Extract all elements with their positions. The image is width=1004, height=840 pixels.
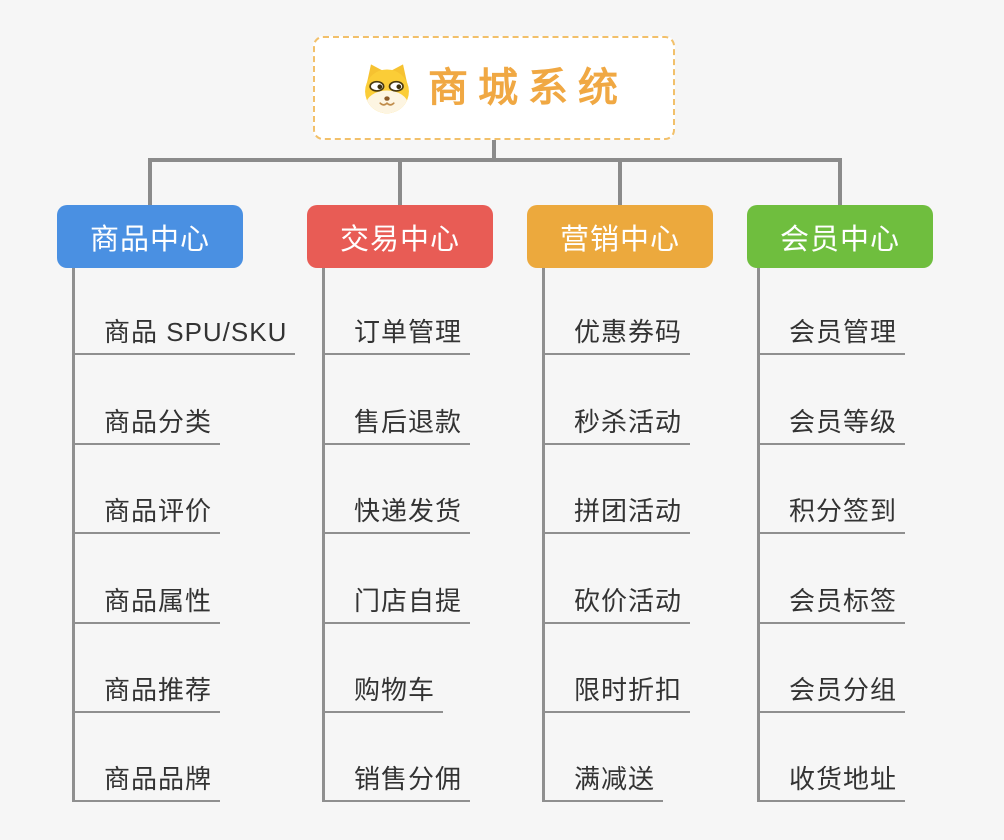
leaf-node[interactable]: 限时折扣 — [542, 675, 691, 713]
leaf-node[interactable]: 售后退款 — [322, 407, 471, 445]
branch-node-trade-center[interactable]: 交易中心 — [307, 205, 493, 268]
leaf-node[interactable]: 优惠券码 — [542, 317, 691, 355]
branch-column-trade: 订单管理 售后退款 快递发货 门店自提 购物车 销售分佣 — [322, 268, 572, 803]
leaf-node[interactable]: 商品 SPU/SKU — [72, 317, 296, 355]
leaf-node[interactable]: 满减送 — [542, 764, 664, 802]
leaf-node[interactable]: 商品分类 — [72, 407, 221, 445]
leaf-node[interactable]: 商品推荐 — [72, 675, 221, 713]
leaf-node[interactable]: 积分签到 — [757, 496, 906, 534]
leaf-node[interactable]: 快递发货 — [322, 496, 471, 534]
connector-bus — [148, 158, 842, 162]
leaf-node[interactable]: 砍价活动 — [542, 586, 691, 624]
leaf-node[interactable]: 会员管理 — [757, 317, 906, 355]
connector-root-stem — [492, 140, 496, 160]
leaf-node[interactable]: 商品评价 — [72, 496, 221, 534]
leaf-node[interactable]: 销售分佣 — [322, 764, 471, 802]
doge-icon — [360, 61, 414, 115]
branch-node-member-center[interactable]: 会员中心 — [747, 205, 933, 268]
branch-label: 会员中心 — [779, 223, 900, 256]
leaf-node[interactable]: 商品品牌 — [72, 764, 221, 802]
connector-stub-product — [148, 158, 152, 205]
connector-stub-trade — [398, 158, 402, 205]
root-title: 商城系统 — [428, 66, 628, 110]
branch-label: 交易中心 — [339, 223, 460, 256]
branch-label: 商品中心 — [89, 223, 210, 256]
connector-stub-member — [838, 158, 842, 205]
leaf-node[interactable]: 订单管理 — [322, 317, 471, 355]
leaf-node[interactable]: 商品属性 — [72, 586, 221, 624]
leaf-node[interactable]: 收货地址 — [757, 764, 906, 802]
leaf-node[interactable]: 会员标签 — [757, 586, 906, 624]
leaf-node[interactable]: 秒杀活动 — [542, 407, 691, 445]
leaf-node[interactable]: 门店自提 — [322, 586, 471, 624]
branch-node-product-center[interactable]: 商品中心 — [57, 205, 243, 268]
leaf-node[interactable]: 拼团活动 — [542, 496, 691, 534]
leaf-node[interactable]: 会员等级 — [757, 407, 906, 445]
connector-stub-marketing — [618, 158, 622, 205]
branch-column-product: 商品 SPU/SKU 商品分类 商品评价 商品属性 商品推荐 商品品牌 — [72, 268, 322, 803]
branch-column-member: 会员管理 会员等级 积分签到 会员标签 会员分组 收货地址 — [757, 268, 1004, 803]
branch-column-marketing: 优惠券码 秒杀活动 拼团活动 砍价活动 限时折扣 满减送 — [542, 268, 792, 803]
root-node[interactable]: 商城系统 — [313, 36, 675, 140]
leaf-node[interactable]: 会员分组 — [757, 675, 906, 713]
branch-node-marketing-center[interactable]: 营销中心 — [527, 205, 713, 268]
leaf-node[interactable]: 购物车 — [322, 675, 444, 713]
branch-label: 营销中心 — [559, 223, 680, 256]
